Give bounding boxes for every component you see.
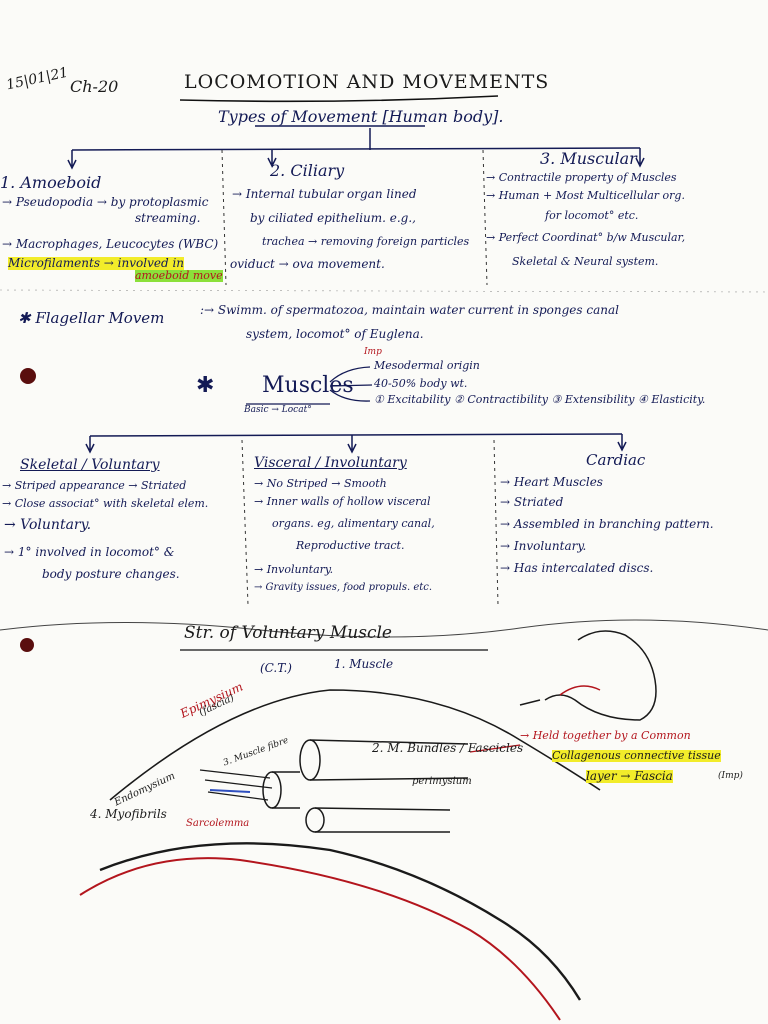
- label-myofibrils: 4. Myofibrils: [90, 807, 167, 821]
- flagellar-text: system, locomot° of Euglena.: [246, 327, 424, 341]
- ciliary-line: → Internal tubular organ lined: [232, 187, 417, 201]
- flagellar-text: :→ Swimm. of spermatozoa, maintain water…: [200, 303, 619, 317]
- muscular-line: Skeletal & Neural system.: [512, 255, 659, 268]
- cardiac-line: → Heart Muscles: [500, 475, 603, 489]
- page-title: LOCOMOTION AND MOVEMENTS: [184, 71, 550, 93]
- amoeboid-line: → Macrophages, Leucocytes (WBC): [2, 237, 219, 251]
- label-ct: (C.T.): [260, 661, 292, 675]
- flagellar-label: ✱ Flagellar Movem: [18, 309, 165, 327]
- label-bundles: 2. M. Bundles / Fascicles: [372, 741, 524, 755]
- amoeboid-line: → Pseudopodia → by protoplasmic: [2, 195, 209, 209]
- binder-hole: [20, 368, 36, 384]
- cardiac-line: → Has intercalated discs.: [500, 561, 654, 575]
- skeletal-line: → Voluntary.: [4, 517, 92, 533]
- skeletal-heading: Skeletal / Voluntary: [20, 457, 160, 473]
- label-sarcolemma: Sarcolemma: [186, 818, 250, 829]
- chapter-label: Ch-20: [70, 77, 119, 96]
- diagram-title: Str. of Voluntary Muscle: [184, 623, 392, 643]
- cardiac-line: → Assembled in branching pattern.: [500, 517, 714, 531]
- amoeboid-highlight: Microfilaments → involved in: [8, 256, 185, 271]
- muscles-star: ✱: [196, 373, 215, 398]
- visceral-line: → No Striped → Smooth: [254, 477, 387, 490]
- muscle-property: 40-50% body wt.: [374, 377, 468, 390]
- ciliary-line: by ciliated epithelium. e.g.,: [250, 211, 416, 225]
- muscles-note: Basic → Locat°: [244, 405, 312, 415]
- amoeboid-highlight: amoeboid move: [135, 269, 223, 283]
- muscles-title: Muscles: [262, 373, 354, 398]
- label-collagenous: Collagenous connective tissue: [552, 749, 721, 763]
- skeletal-line: → Striped appearance → Striated: [2, 479, 187, 492]
- visceral-line: Reproductive tract.: [296, 539, 405, 552]
- skeletal-line: body posture changes.: [42, 567, 180, 581]
- ciliary-heading: 2. Ciliary: [270, 161, 345, 180]
- visceral-line: → Involuntary.: [254, 563, 334, 576]
- label-held-together: → Held together by a Common: [520, 729, 691, 742]
- label-muscle: 1. Muscle: [334, 657, 394, 671]
- visceral-line: → Gravity issues, food propuls. etc.: [254, 582, 433, 593]
- visceral-line: → Inner walls of hollow visceral: [254, 495, 431, 508]
- cardiac-heading: Cardiac: [586, 451, 646, 469]
- visceral-line: organs. eg, alimentary canal,: [272, 517, 435, 530]
- label-imp: (Imp): [718, 771, 743, 781]
- binder-hole: [20, 638, 34, 652]
- ciliary-line: oviduct → ova movement.: [230, 257, 385, 271]
- visceral-heading: Visceral / Involuntary: [254, 455, 407, 471]
- imp-mark: Imp: [364, 347, 382, 357]
- muscular-line: → Perfect Coordinat° b/w Muscular,: [486, 231, 686, 244]
- label-perimysium: perimysium: [412, 776, 472, 787]
- muscular-line: → Contractile property of Muscles: [486, 171, 677, 184]
- subtitle: Types of Movement [Human body].: [218, 107, 504, 126]
- skeletal-line: → 1° involved in locomot° &: [4, 545, 175, 559]
- ciliary-line: trachea → removing foreign particles: [262, 235, 470, 248]
- cardiac-line: → Involuntary.: [500, 539, 587, 553]
- skeletal-line: → Close associat° with skeletal elem.: [2, 497, 209, 510]
- label-fascia: layer → Fascia: [586, 769, 673, 784]
- muscular-heading: 3. Muscular: [540, 149, 637, 168]
- cardiac-line: → Striated: [500, 495, 564, 509]
- muscular-line: for locomot° etc.: [545, 209, 639, 222]
- amoeboid-line: streaming.: [135, 211, 201, 225]
- amoeboid-heading: 1. Amoeboid: [0, 173, 102, 192]
- muscular-line: → Human + Most Multicellular org.: [486, 189, 685, 202]
- muscle-property: Mesodermal origin: [374, 359, 480, 372]
- muscle-property: ① Excitability ② Contractibility ③ Exten…: [374, 393, 706, 406]
